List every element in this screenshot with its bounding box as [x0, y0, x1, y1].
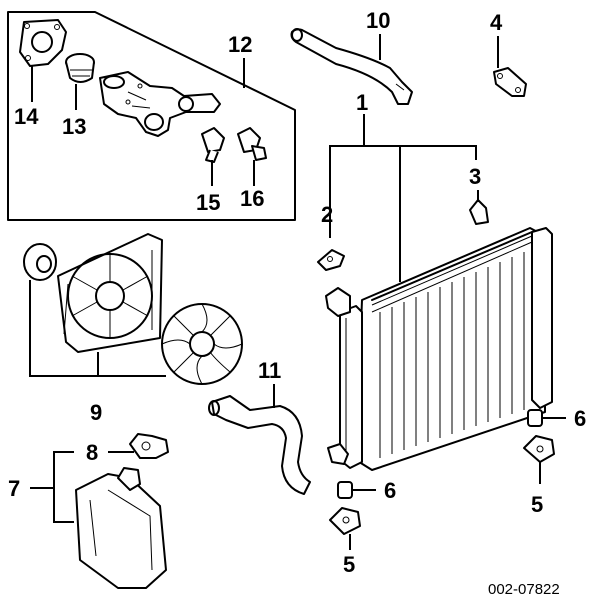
thermostat-part-13 — [65, 53, 95, 83]
callout-8: 8 — [86, 440, 98, 465]
callout-7: 7 — [8, 476, 20, 501]
callout-14: 14 — [14, 104, 39, 129]
bracket-part-4 — [493, 67, 527, 97]
radiator-part-1 — [325, 227, 553, 471]
bracket-part-5-lower — [329, 507, 361, 535]
callout-6-right: 6 — [574, 406, 586, 431]
reference-code: 002-07822 — [488, 581, 560, 598]
callout-9: 9 — [90, 400, 102, 425]
reservoir-cap-part-8 — [129, 433, 169, 459]
callout-11: 11 — [258, 358, 281, 383]
gasket-part-14 — [19, 19, 67, 67]
lower-hose-part-11 — [208, 395, 311, 495]
callout-5-right: 5 — [531, 492, 543, 517]
callout-12: 12 — [228, 32, 252, 57]
callout-16: 16 — [240, 186, 264, 211]
callout-10: 10 — [366, 8, 390, 33]
fan-shroud-part-9 — [57, 233, 163, 353]
thermostat-housing — [99, 71, 221, 137]
temperature-sensor-16 — [237, 127, 267, 161]
callout-6-lower: 6 — [384, 478, 396, 503]
bracket-part-2 — [317, 249, 345, 271]
fan-blade — [161, 303, 243, 385]
callout-4: 4 — [490, 10, 503, 35]
callout-13: 13 — [62, 114, 86, 139]
callout-15: 15 — [196, 190, 220, 215]
insulator-part-3 — [469, 199, 489, 225]
reservoir-part-7 — [75, 467, 167, 589]
insulator-part-6-right — [527, 409, 543, 427]
callout-2: 2 — [321, 202, 333, 227]
callout-1: 1 — [356, 90, 368, 115]
callout-3: 3 — [469, 164, 481, 189]
insulator-part-6-lower — [337, 481, 353, 499]
inset-box — [7, 11, 296, 221]
upper-hose-part-10 — [290, 28, 413, 105]
callout-5-lower: 5 — [343, 552, 355, 577]
callout-numbers: 12 14 13 15 16 10 4 1 3 2 11 9 8 7 6 6 5… — [8, 8, 586, 577]
bracket-part-5-right — [523, 435, 555, 463]
fan-motor — [23, 243, 57, 281]
temperature-sender-15 — [201, 127, 225, 163]
leader-lines — [29, 34, 566, 550]
